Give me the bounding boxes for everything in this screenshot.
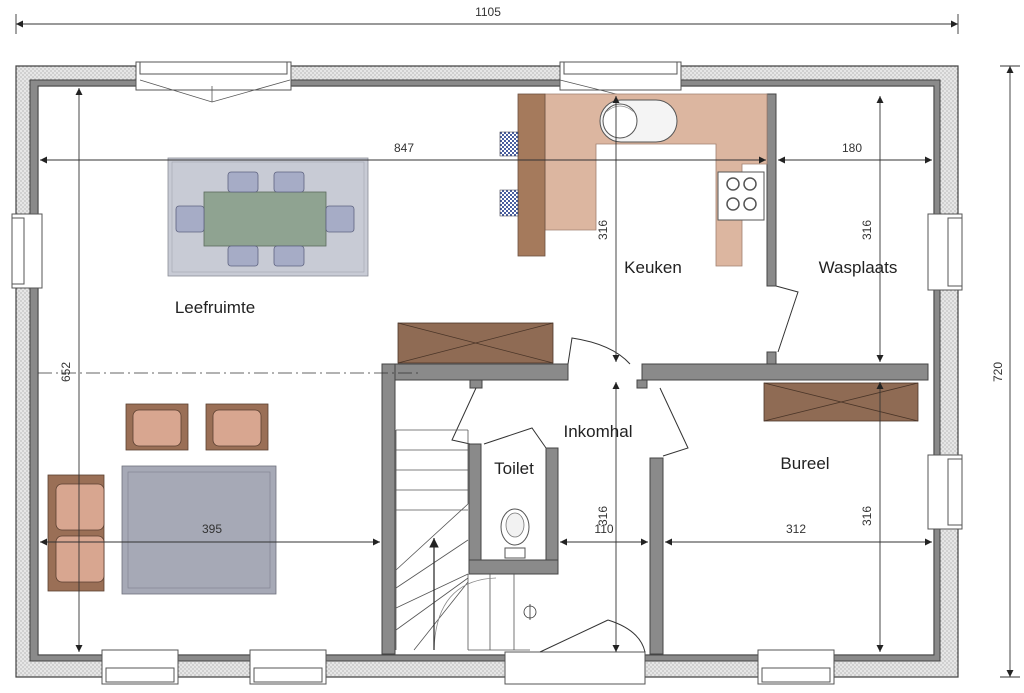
dim-laundry-width: 180: [842, 141, 862, 155]
dim-hall-height: 316: [596, 506, 610, 526]
sofa: [47, 474, 105, 592]
entrance-door-swing: [539, 619, 646, 653]
kitchen-bar: [517, 93, 546, 257]
interior-doors: [451, 285, 799, 457]
lounge-set: [47, 403, 277, 595]
sink-icon: [599, 99, 678, 143]
stove-icon: [717, 171, 765, 221]
kitchen-fixtures: [499, 93, 768, 267]
windows: [11, 61, 963, 685]
room-label-office: Bureel: [780, 454, 829, 473]
bar-stool: [499, 131, 519, 157]
interior-walls: [381, 93, 929, 655]
dining-set: [167, 157, 369, 277]
room-label-hall: Inkomhal: [564, 422, 633, 441]
dim-toilet-width: 110: [594, 522, 613, 536]
dim-lounge-width: 395: [202, 522, 222, 536]
dim-living-height: 652: [59, 362, 73, 382]
storage-cabinet: [763, 382, 919, 422]
armchair: [205, 403, 269, 451]
dimension-lines: [15, 14, 1020, 678]
toilet-icon: [500, 508, 530, 559]
storage-cabinet: [397, 322, 554, 364]
room-label-kitchen: Keuken: [624, 258, 682, 277]
dim-total-width: 1105: [475, 5, 501, 19]
lounge-rug: [121, 465, 277, 595]
room-label-laundry: Wasplaats: [819, 258, 898, 277]
room-label-living: Leefruimte: [175, 298, 255, 317]
dim-office-width: 312: [786, 522, 806, 536]
staircase: [395, 429, 537, 651]
room-labels: Leefruimte Keuken Wasplaats Inkomhal Toi…: [175, 258, 898, 478]
dim-kitchen-height: 316: [596, 220, 610, 240]
dimension-labels: 1105 720 847 180 316 316 652 395 316 110…: [59, 2, 1005, 536]
dim-office-height: 316: [860, 506, 874, 526]
dim-living-width: 847: [394, 141, 414, 155]
bar-stool: [499, 189, 519, 217]
armchair: [125, 403, 189, 451]
dim-laundry-height: 316: [860, 220, 874, 240]
room-label-toilet: Toilet: [494, 459, 534, 478]
dim-total-height: 720: [991, 362, 1005, 382]
